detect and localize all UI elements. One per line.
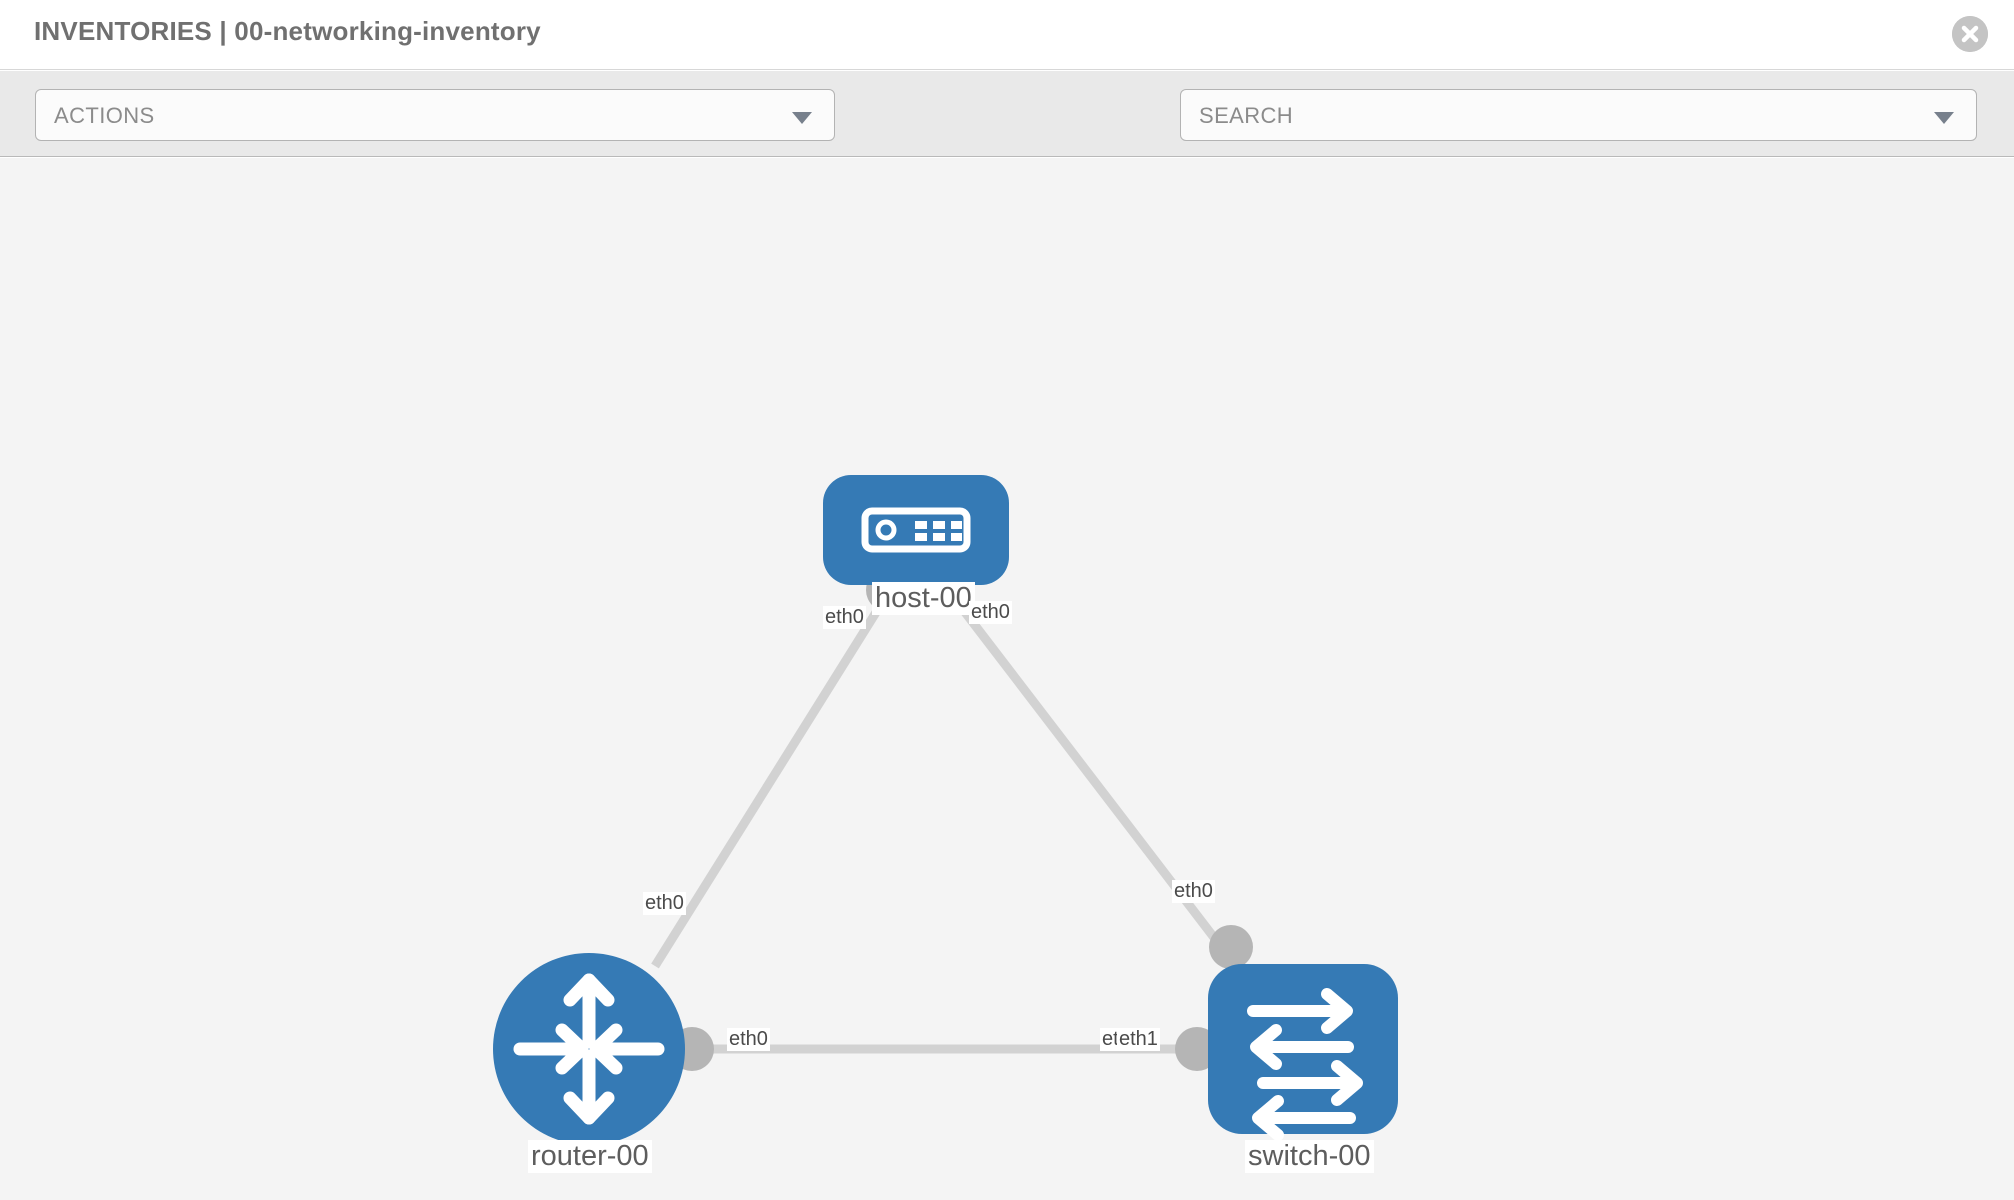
chevron-down-icon[interactable]	[1934, 112, 1954, 124]
node-label-router-00[interactable]: router-00	[528, 1140, 652, 1173]
node-label-host-00[interactable]: host-00	[872, 582, 975, 615]
search-placeholder: SEARCH	[1199, 103, 1294, 128]
topology-graph	[493, 475, 1398, 1145]
page-title: INVENTORIES | 00-networking-inventory	[34, 16, 541, 46]
iface-label-host00-eth0-right[interactable]: eth0	[969, 601, 1012, 624]
iface-label-switch00-eth0-uplink[interactable]: eth0	[1172, 880, 1215, 903]
node-host-00	[823, 475, 1009, 585]
node-label-switch-00[interactable]: switch-00	[1245, 1140, 1374, 1173]
edge-host00-router00	[651, 587, 894, 969]
iface-label-router00-eth0-uplink[interactable]: eth0	[643, 892, 686, 915]
iface-label-switch00-eth1[interactable]: eth1	[1117, 1028, 1160, 1051]
node-router-00	[493, 953, 685, 1145]
topology-sockets	[670, 568, 1253, 1071]
actions-dropdown-label: ACTIONS	[54, 103, 155, 128]
topology-edges	[651, 587, 1226, 1054]
actions-dropdown[interactable]: ACTIONS	[35, 89, 835, 141]
switch-arrows-icon	[1247, 988, 1363, 1141]
iface-label-router00-eth0[interactable]: eth0	[727, 1028, 770, 1051]
topology-canvas[interactable]: host-00 router-00 switch-00 eth0 eth0 et…	[0, 158, 2014, 1200]
chevron-down-icon	[792, 112, 812, 124]
search-input[interactable]: SEARCH	[1180, 89, 1977, 141]
socket-switch00-eth0	[1209, 925, 1253, 969]
toolbar: ACTIONS SEARCH	[0, 71, 2014, 197]
page-header: INVENTORIES | 00-networking-inventory	[0, 0, 2014, 70]
server-device-icon	[861, 507, 971, 553]
iface-label-host00-eth0-left[interactable]: eth0	[823, 606, 866, 629]
router-arrows-icon	[513, 973, 665, 1125]
node-switch-00	[1208, 964, 1398, 1141]
close-icon[interactable]	[1952, 16, 1988, 52]
